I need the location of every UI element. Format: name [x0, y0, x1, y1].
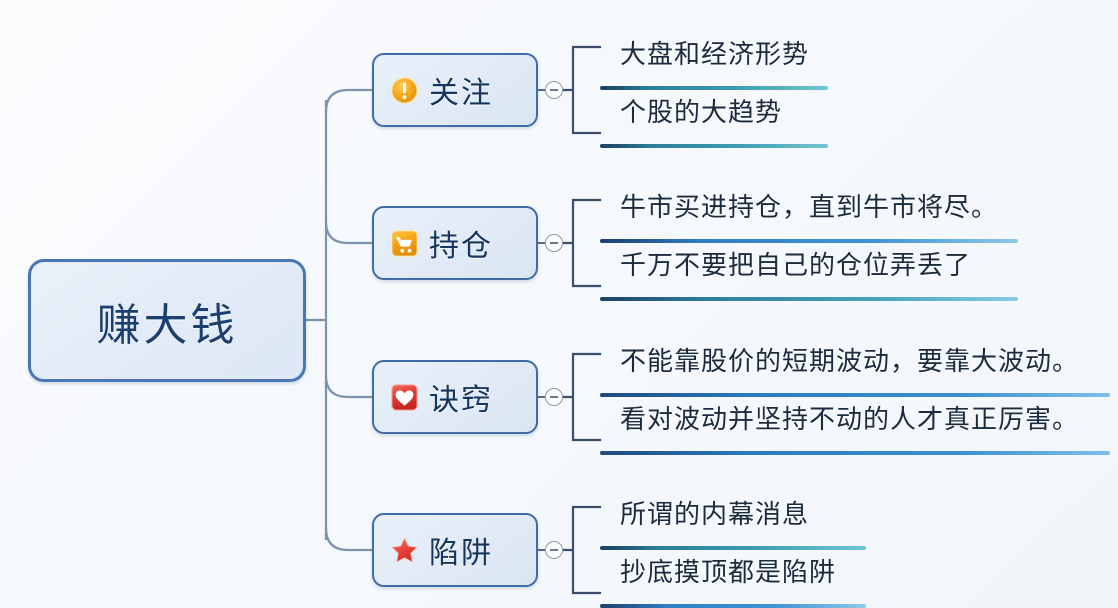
minus-icon — [550, 549, 558, 551]
branch-node-3-label: 陷阱 — [429, 536, 493, 571]
leaf-text: 看对波动并坚持不动的人才真正厉害。 — [620, 405, 1080, 435]
branch-node-1-label: 持仓 — [429, 229, 493, 264]
collapse-toggle-2[interactable] — [545, 388, 563, 406]
minus-icon — [550, 396, 558, 398]
shopping-cart-icon — [391, 229, 418, 257]
branch-node-0-label: 关注 — [429, 76, 493, 111]
leaf-text: 不能靠股价的短期波动，要靠大波动。 — [620, 347, 1080, 377]
branch-node-1[interactable]: 持仓 — [372, 206, 538, 280]
branch-node-2[interactable]: 诀窍 — [372, 360, 538, 434]
leaf-underline — [600, 144, 828, 148]
leaf-underline — [600, 86, 828, 90]
collapse-toggle-3[interactable] — [545, 541, 563, 559]
leaf-text: 个股的大趋势 — [620, 98, 783, 128]
leaf-underline — [600, 546, 866, 550]
leaf-text: 千万不要把自己的仓位弄丢了 — [620, 251, 972, 281]
collapse-toggle-1[interactable] — [545, 234, 563, 252]
branch-node-3[interactable]: 陷阱 — [372, 513, 538, 587]
leaf-text: 牛市买进持仓，直到牛市将尽。 — [620, 193, 999, 223]
leaf-text: 所谓的内幕消息 — [620, 500, 810, 530]
branch-node-2-label: 诀窍 — [429, 383, 493, 418]
leaf-underline — [600, 393, 1110, 397]
leaf-underline — [600, 451, 1110, 455]
minus-icon — [550, 242, 558, 244]
branch-node-0[interactable]: 关注 — [372, 53, 538, 127]
heart-icon — [391, 383, 418, 411]
leaf-underline — [600, 297, 1018, 301]
collapse-toggle-0[interactable] — [545, 81, 563, 99]
root-node[interactable]: 赚大钱 — [28, 259, 306, 382]
leaf-underline — [600, 239, 1018, 243]
minus-icon — [550, 89, 558, 91]
leaf-text: 大盘和经济形势 — [620, 40, 810, 70]
root-node-label: 赚大钱 — [96, 299, 238, 351]
warning-circle-icon — [391, 76, 418, 104]
leaf-text: 抄底摸顶都是陷阱 — [620, 558, 837, 588]
star-icon — [391, 537, 418, 562]
leaf-underline — [600, 604, 866, 608]
